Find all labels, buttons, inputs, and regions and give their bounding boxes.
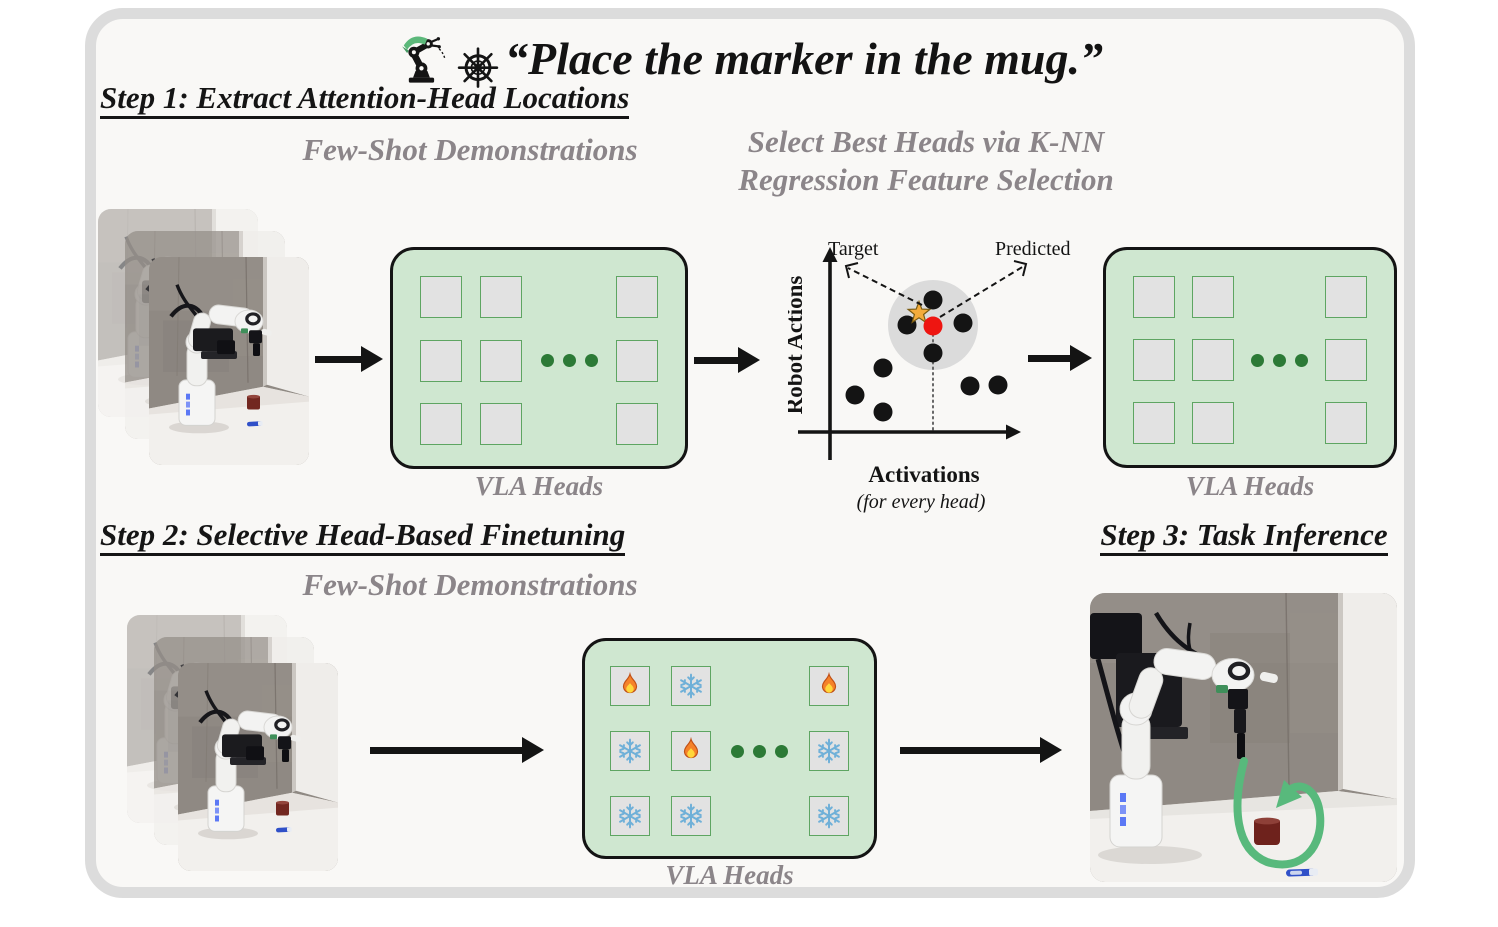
vla-heads-grid <box>1106 250 1394 465</box>
attention-head <box>420 403 462 445</box>
vla-heads-label: VLA Heads <box>1185 471 1315 501</box>
neighbor-point <box>923 343 943 363</box>
task-inference-photo <box>1090 593 1397 882</box>
attention-head <box>1325 402 1367 444</box>
snowflake-icon <box>808 796 849 836</box>
attention-head <box>1133 402 1175 444</box>
scatter-xlabel: Activations <box>868 462 979 487</box>
step2-heading-wrap: Step 2: Selective Head-Based Finetuning <box>100 517 626 557</box>
step1-heading: Step 1: Extract Attention-Head Locations <box>100 80 630 120</box>
robot-trajectory-scene <box>1090 593 1397 882</box>
figure-title: “Place the marker in the mug.” <box>96 27 1404 95</box>
vla-heads-box-selected <box>1103 247 1397 468</box>
step2-heading: Step 2: Selective Head-Based Finetuning <box>100 517 626 557</box>
target-label: Target <box>828 238 879 260</box>
flow-arrow <box>370 737 544 763</box>
snowflake-icon <box>610 731 650 771</box>
attention-head <box>1192 339 1234 381</box>
activation-point <box>845 385 865 405</box>
flow-arrow <box>315 346 383 372</box>
attention-head <box>615 403 658 445</box>
figure-frame: “Place the marker in the mug.” Step 1: E… <box>85 8 1415 898</box>
snowflake-icon <box>670 796 711 836</box>
step1-demos-label: Few-Shot Demonstrations <box>302 132 638 167</box>
ellipsis-dots <box>1251 339 1308 381</box>
task-instruction: “Place the marker in the mug.” <box>505 33 1103 84</box>
attention-head <box>480 403 523 445</box>
snowflake-icon <box>610 796 650 836</box>
scatter-xlabel-note: (for every head) <box>857 491 986 513</box>
ellipsis-dots <box>540 340 598 382</box>
attention-head <box>1133 339 1175 381</box>
attention-head <box>420 339 462 382</box>
ellipsis-dots <box>731 731 789 771</box>
neighbor-point <box>953 313 973 333</box>
attention-head <box>1325 339 1367 381</box>
vla-heads-grid <box>393 250 685 466</box>
knn-selection-title: Select Best Heads via K-NN Regression Fe… <box>676 123 1176 199</box>
knn-selection-title-line1: Select Best Heads via K-NN <box>747 124 1105 159</box>
step3-heading-wrap: Step 3: Task Inference <box>1094 517 1394 557</box>
attention-head <box>420 276 462 318</box>
scatter-axes <box>798 247 1021 460</box>
flow-arrow <box>694 347 760 373</box>
vla-heads-grid-finetune <box>585 641 874 856</box>
scatter-ylabel: Robot Actions <box>788 276 807 415</box>
step2-demos-label: Few-Shot Demonstrations <box>302 567 638 602</box>
activation-point <box>988 375 1008 395</box>
snowflake-icon <box>808 731 849 771</box>
knn-scatter-plot: Target Predicted Robot Actions Activatio… <box>788 238 1071 513</box>
activation-point <box>960 376 980 396</box>
snowflake-icon <box>670 666 711 706</box>
fire-icon <box>610 666 650 706</box>
attention-head <box>1192 402 1234 444</box>
activation-point <box>873 358 893 378</box>
vla-heads-box-finetune <box>582 638 877 859</box>
attention-head <box>1192 276 1234 318</box>
attention-head <box>480 339 523 382</box>
flow-arrow <box>1028 345 1092 371</box>
vla-heads-box-extract <box>390 247 688 469</box>
step1-heading-wrap: Step 1: Extract Attention-Head Locations <box>100 80 630 120</box>
annotation-arrows <box>844 260 1028 318</box>
activation-point <box>873 402 893 422</box>
demo-photo <box>149 257 309 465</box>
vla-heads-label: VLA Heads <box>665 860 794 890</box>
demo-photo-stack-step1 <box>98 209 310 466</box>
attention-head <box>1133 276 1175 318</box>
predicted-label: Predicted <box>995 238 1071 260</box>
attention-head <box>615 339 658 382</box>
fire-icon <box>670 731 711 771</box>
neighbor-point <box>897 315 917 335</box>
attention-head <box>480 276 523 318</box>
vla-heads-label: VLA Heads <box>474 471 604 501</box>
knn-selection-title-line2: Regression Feature Selection <box>738 162 1114 197</box>
attention-head <box>1325 276 1367 318</box>
attention-head <box>615 276 658 318</box>
fire-icon <box>808 666 849 706</box>
target-star <box>906 299 932 324</box>
flow-arrow <box>900 737 1062 763</box>
step3-heading: Step 3: Task Inference <box>1100 517 1388 557</box>
demo-photo-stack-step2 <box>127 615 339 872</box>
predicted-point <box>923 316 943 336</box>
neighbor-point <box>923 290 943 310</box>
demo-photo <box>178 663 338 871</box>
